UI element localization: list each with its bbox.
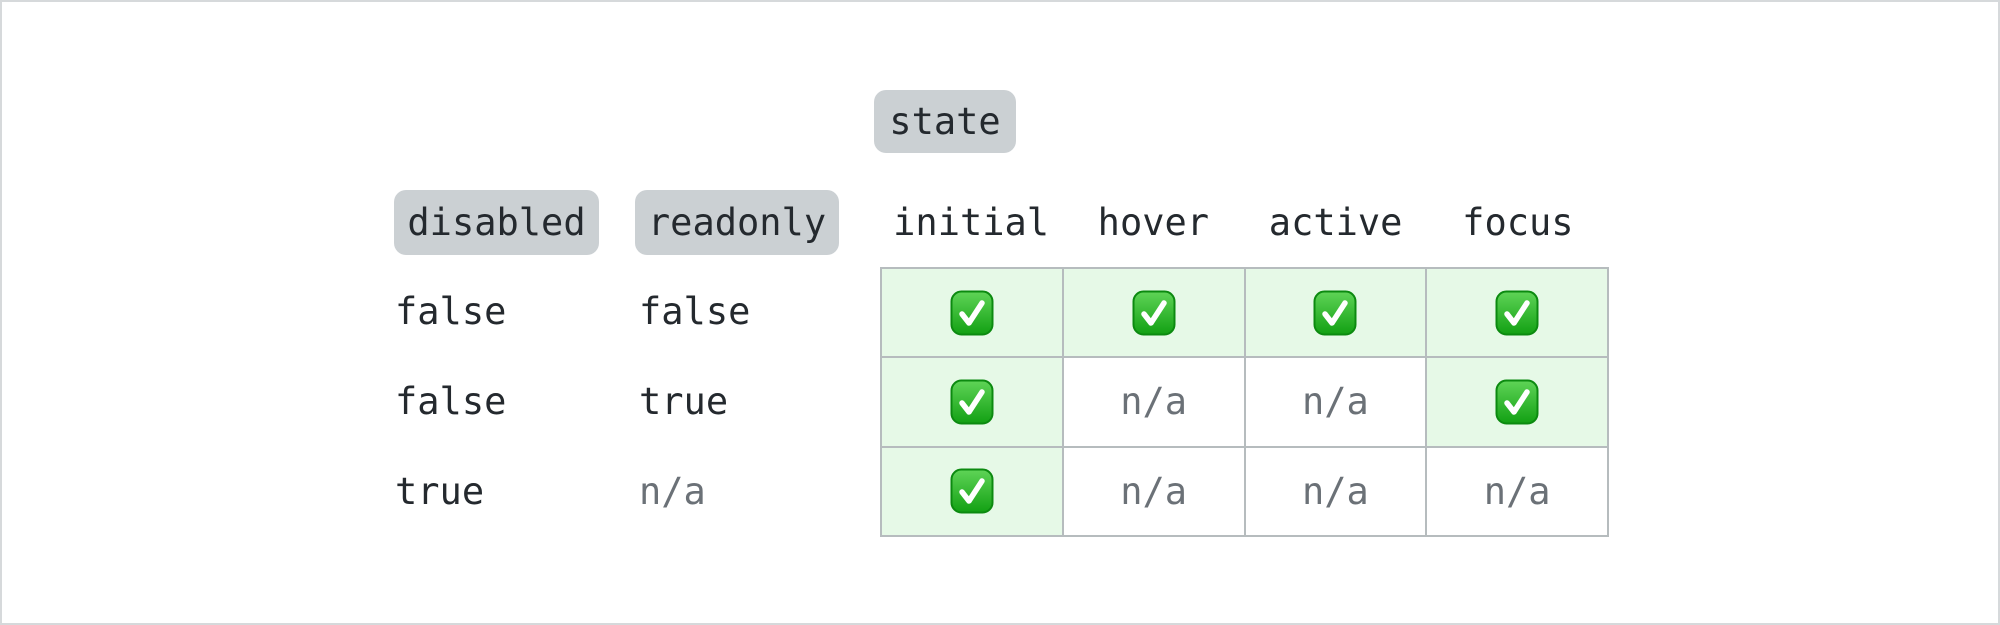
- matrix-cell: n/a: [1062, 446, 1245, 536]
- matrix-cell: [1244, 268, 1427, 358]
- green-check-icon: [1495, 290, 1539, 336]
- row-0-readonly-value: false: [639, 290, 751, 333]
- matrix-cell: n/a: [1244, 446, 1427, 536]
- column-header-focus: focus: [1462, 201, 1574, 244]
- matrix-cell: [1426, 357, 1608, 447]
- column-header-initial: initial: [893, 201, 1050, 244]
- matrix-cell: n/a: [1062, 357, 1245, 447]
- matrix-cell: [881, 446, 1063, 536]
- green-check-icon: [950, 290, 994, 336]
- matrix-cell: [881, 357, 1063, 447]
- green-check-icon: [950, 379, 994, 425]
- matrix-cell: n/a: [1244, 357, 1427, 447]
- disabled-column-badge: disabled: [394, 190, 599, 255]
- state-support-matrix: n/a n/a n/a n/a n/a: [880, 267, 1609, 537]
- matrix-cell: n/a: [1426, 446, 1608, 536]
- matrix-cell: [1426, 268, 1608, 358]
- row-2-disabled-value: true: [395, 470, 485, 513]
- green-check-icon: [1313, 290, 1357, 336]
- readonly-column-badge: readonly: [635, 190, 839, 255]
- state-column-headers: initial hover active focus: [880, 190, 1609, 255]
- row-1-disabled-value: false: [395, 380, 507, 423]
- matrix-cell: [1062, 268, 1245, 358]
- row-2-readonly-value: n/a: [639, 470, 706, 513]
- column-header-hover: hover: [1097, 201, 1210, 244]
- state-axis-badge: state: [874, 90, 1016, 153]
- column-header-active: active: [1268, 201, 1403, 244]
- row-1-readonly-value: true: [639, 380, 729, 423]
- matrix-cell: [881, 268, 1063, 358]
- row-0-disabled-value: false: [395, 290, 507, 333]
- green-check-icon: [1495, 379, 1539, 425]
- green-check-icon: [1132, 290, 1176, 336]
- green-check-icon: [950, 468, 994, 514]
